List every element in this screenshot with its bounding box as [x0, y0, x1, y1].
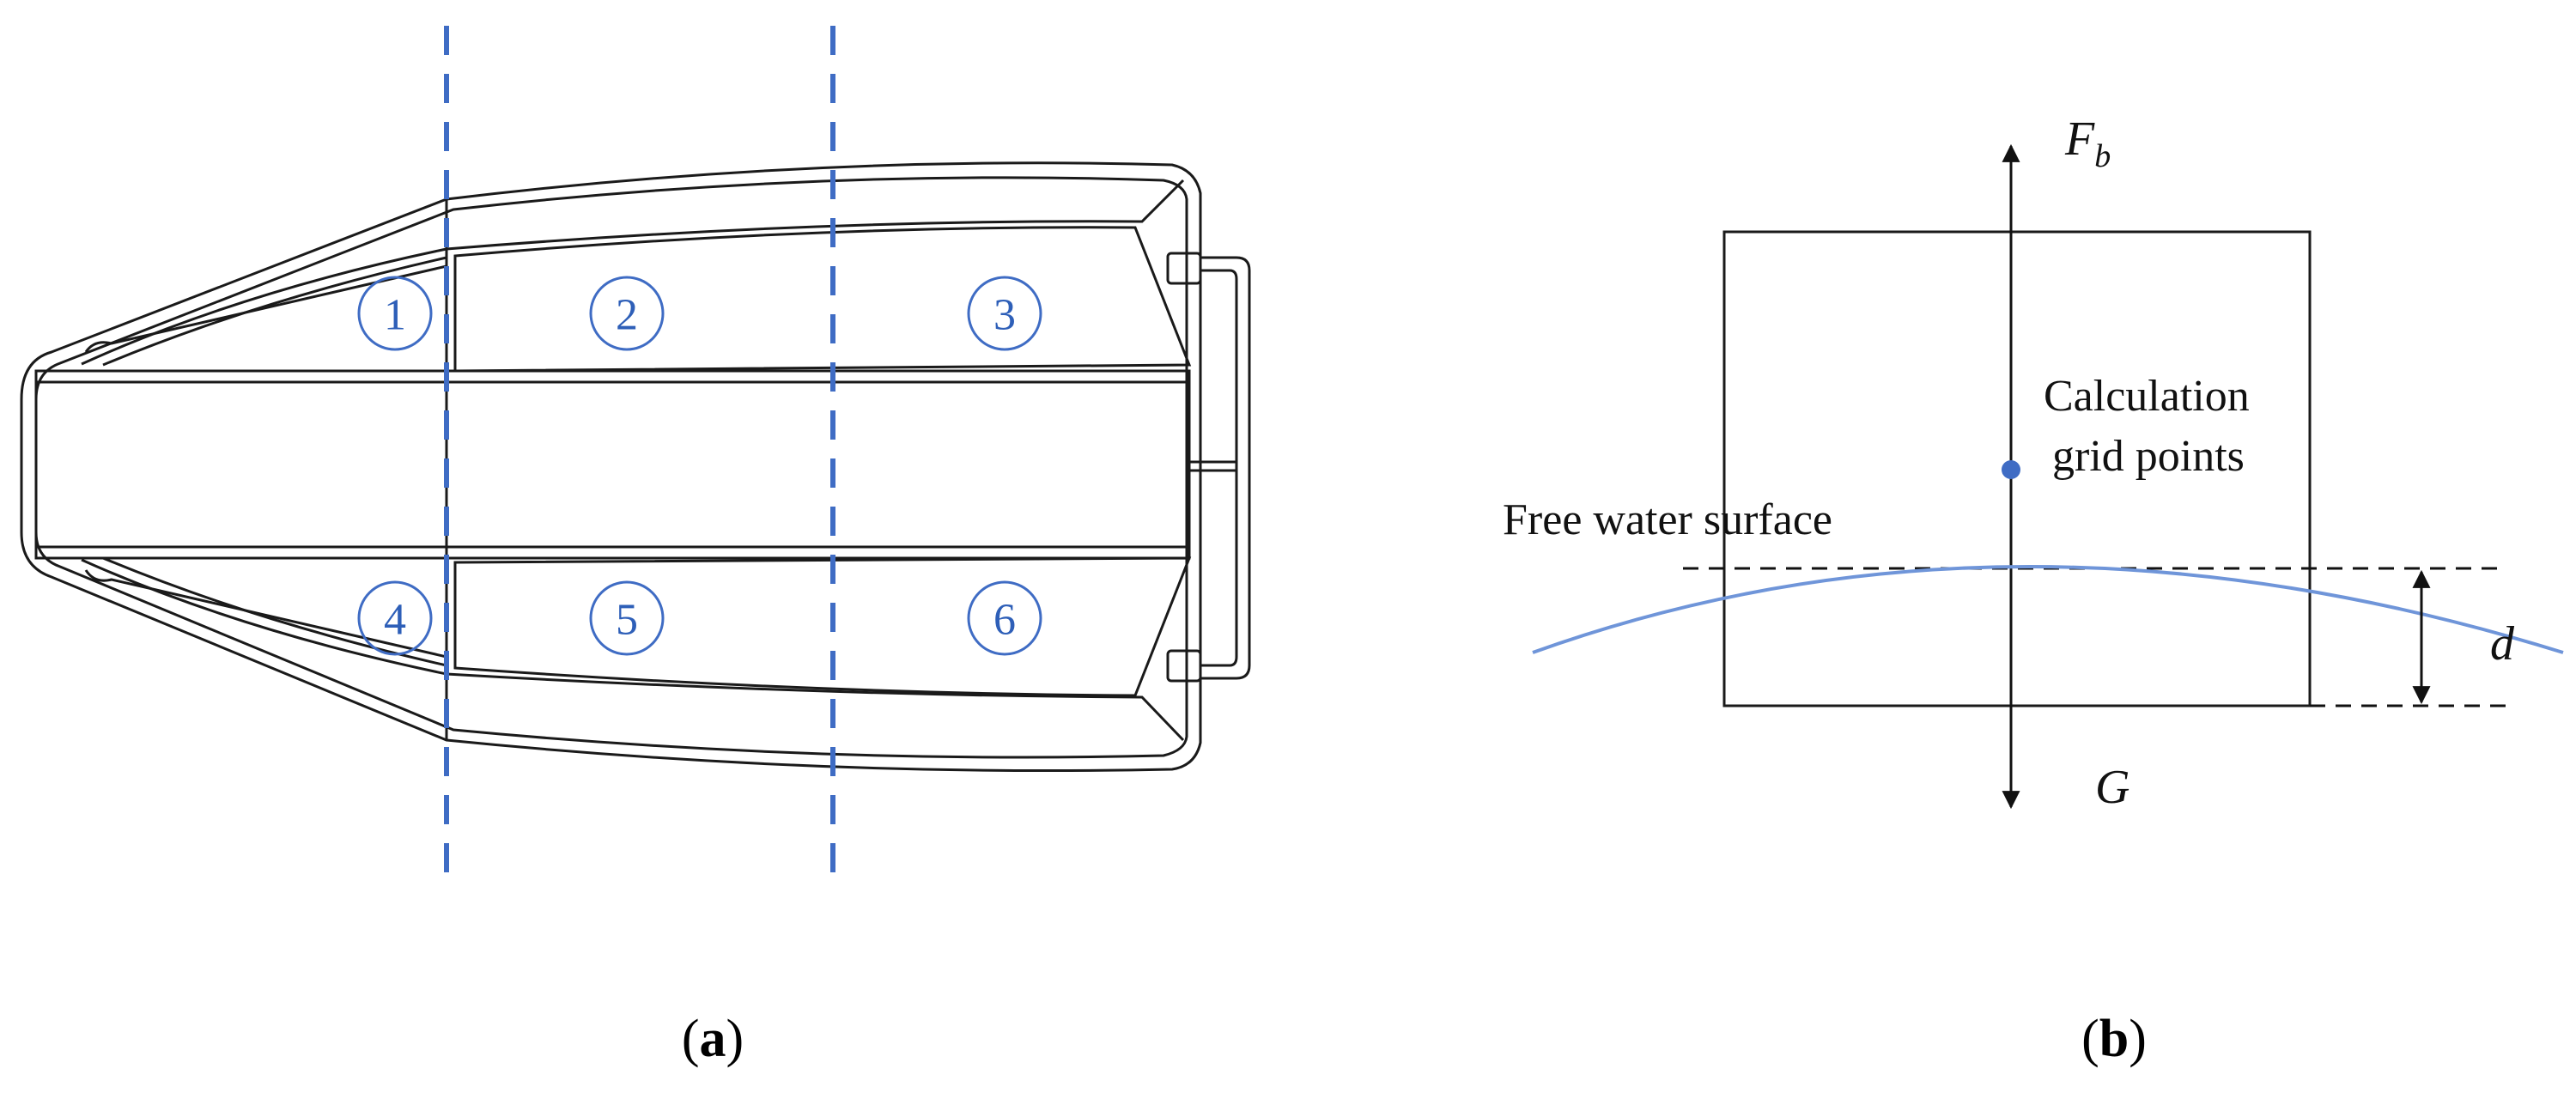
gravity-label: G: [2095, 761, 2129, 814]
grid-points-label-line1: Calculation: [2044, 372, 2250, 421]
section-circle-3: [967, 276, 1042, 351]
section-label-4: 4: [384, 596, 406, 645]
panel-a: 1 2 3 4 5 6 (a): [20, 26, 1251, 1068]
panel-b: Fb G Calculation grid points Free water …: [1503, 112, 2564, 1068]
draft-label: d: [2490, 617, 2515, 671]
panel-b-caption-letter: b: [2099, 1010, 2129, 1068]
section-labels: [357, 276, 1042, 656]
section-label-6: 6: [993, 596, 1016, 645]
section-label-2: 2: [616, 291, 638, 340]
grid-point-dot: [2002, 460, 2020, 479]
section-circle-5: [589, 580, 665, 656]
panel-b-caption: (b): [2081, 1010, 2147, 1068]
panel-a-caption-letter: a: [700, 1010, 726, 1068]
section-label-3: 3: [993, 291, 1016, 340]
buoyancy-force-label: Fb: [2064, 112, 2111, 174]
panel-a-caption: (a): [682, 1010, 744, 1068]
free-water-surface-label: Free water surface: [1503, 495, 1832, 544]
boat-hull-outline: [20, 161, 1251, 773]
free-water-surface-curve: [1532, 565, 2564, 654]
section-label-5: 5: [616, 596, 638, 645]
reference-dashed-lines: [1683, 567, 2507, 707]
section-circle-2: [589, 276, 665, 351]
section-circle-1: [357, 276, 433, 351]
section-circle-6: [967, 580, 1042, 656]
section-label-1: 1: [384, 291, 406, 340]
grid-points-label-line2: grid points: [2052, 432, 2245, 481]
section-circle-4: [357, 580, 433, 656]
